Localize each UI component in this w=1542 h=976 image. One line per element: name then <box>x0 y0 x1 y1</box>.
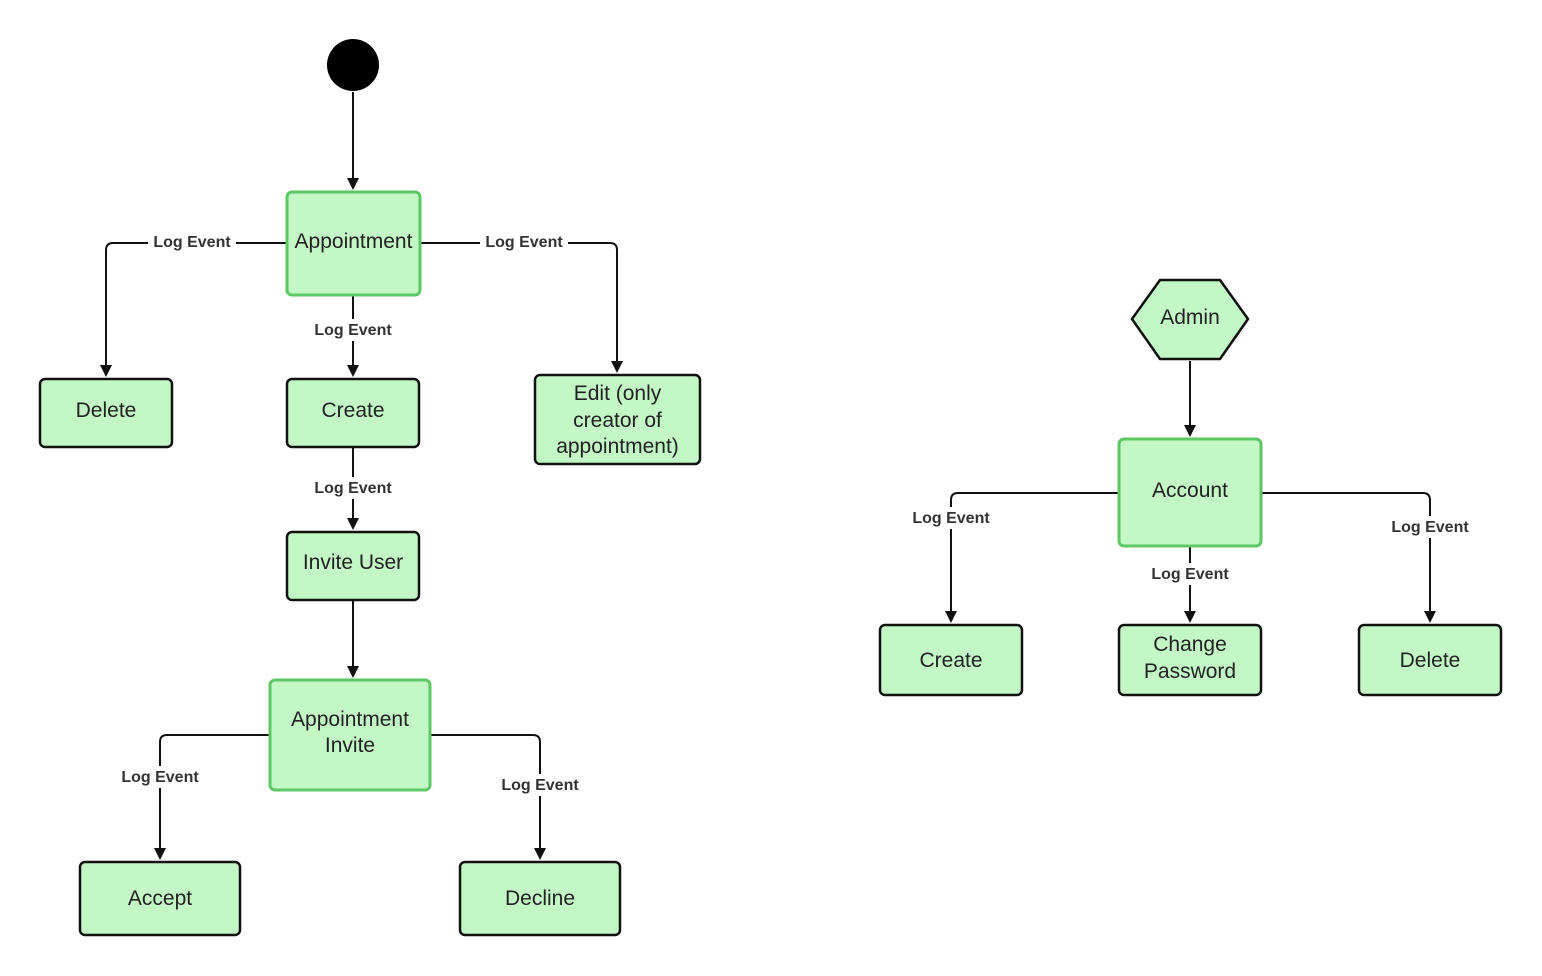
node-label: Account <box>1152 479 1228 502</box>
edge-label-to-decline: Log Event <box>496 774 584 796</box>
node-delete[interactable]: Delete <box>38 377 174 449</box>
node-admin[interactable]: Admin <box>1130 278 1250 361</box>
node-label: Decline <box>505 887 575 910</box>
node-invite-user[interactable]: Invite User <box>285 530 421 602</box>
node-admin-create[interactable]: Create <box>878 623 1024 697</box>
edge-label-to-edit: Log Event <box>480 232 568 252</box>
node-label-line-3: appointment) <box>556 435 679 458</box>
edge-appointment-invite-to-accept <box>154 734 270 860</box>
node-change-password[interactable]: Change Password <box>1117 623 1263 697</box>
node-edit[interactable]: Edit (only creator of appointment) <box>533 373 702 466</box>
node-label-line-1: Edit (only <box>574 382 662 405</box>
node-appointment[interactable]: Appointment <box>285 190 422 297</box>
node-label: Delete <box>76 399 137 422</box>
edge-label-text: Log Event <box>1391 519 1469 536</box>
node-label: Appointment <box>295 230 413 253</box>
edge-label-to-accept: Log Event <box>116 766 204 788</box>
node-label: Create <box>919 649 982 672</box>
edge-appointment-to-delete <box>100 242 287 377</box>
edge-label-text: Log Event <box>485 234 563 251</box>
node-label: Create <box>321 399 384 422</box>
edge-label-text: Log Event <box>121 769 199 786</box>
edge-label-admin-to-delete: Log Event <box>1386 516 1474 538</box>
edge-label-text: Log Event <box>501 777 579 794</box>
edge-label-to-invite-user: Log Event <box>309 477 397 499</box>
edge-label-admin-to-create: Log Event <box>907 507 995 529</box>
edge-account-to-delete <box>1262 492 1436 623</box>
edge-label-text: Log Event <box>912 510 990 527</box>
edge-label-text: Log Event <box>314 480 392 497</box>
edge-appointment-invite-to-decline <box>430 734 546 860</box>
node-label-line-1: Change <box>1153 633 1227 656</box>
edge-account-to-create <box>945 492 1119 623</box>
node-label: Delete <box>1400 649 1461 672</box>
edge-label-text: Log Event <box>314 322 392 339</box>
node-label-line-2: creator of <box>573 409 662 432</box>
node-label: Admin <box>1160 306 1220 329</box>
node-appointment-invite[interactable]: Appointment Invite <box>268 678 432 792</box>
node-decline[interactable]: Decline <box>458 860 622 937</box>
edge-label-admin-to-change-password: Log Event <box>1146 563 1234 585</box>
node-label-line-2: Invite <box>325 734 375 757</box>
initial-state-icon <box>327 39 379 91</box>
node-admin-delete[interactable]: Delete <box>1357 623 1503 697</box>
edge-label-text: Log Event <box>1151 566 1229 583</box>
node-create[interactable]: Create <box>285 377 421 449</box>
node-account[interactable]: Account <box>1117 437 1263 548</box>
edge-label-to-create: Log Event <box>309 319 397 341</box>
node-label-line-2: Password <box>1144 660 1236 683</box>
edge-appointment-to-edit <box>420 242 623 373</box>
node-label-line-1: Appointment <box>291 708 409 731</box>
node-label: Invite User <box>303 551 403 574</box>
edge-label-text: Log Event <box>153 234 231 251</box>
node-label: Accept <box>128 887 192 910</box>
node-accept[interactable]: Accept <box>78 860 242 937</box>
edge-label-to-delete: Log Event <box>148 232 236 252</box>
